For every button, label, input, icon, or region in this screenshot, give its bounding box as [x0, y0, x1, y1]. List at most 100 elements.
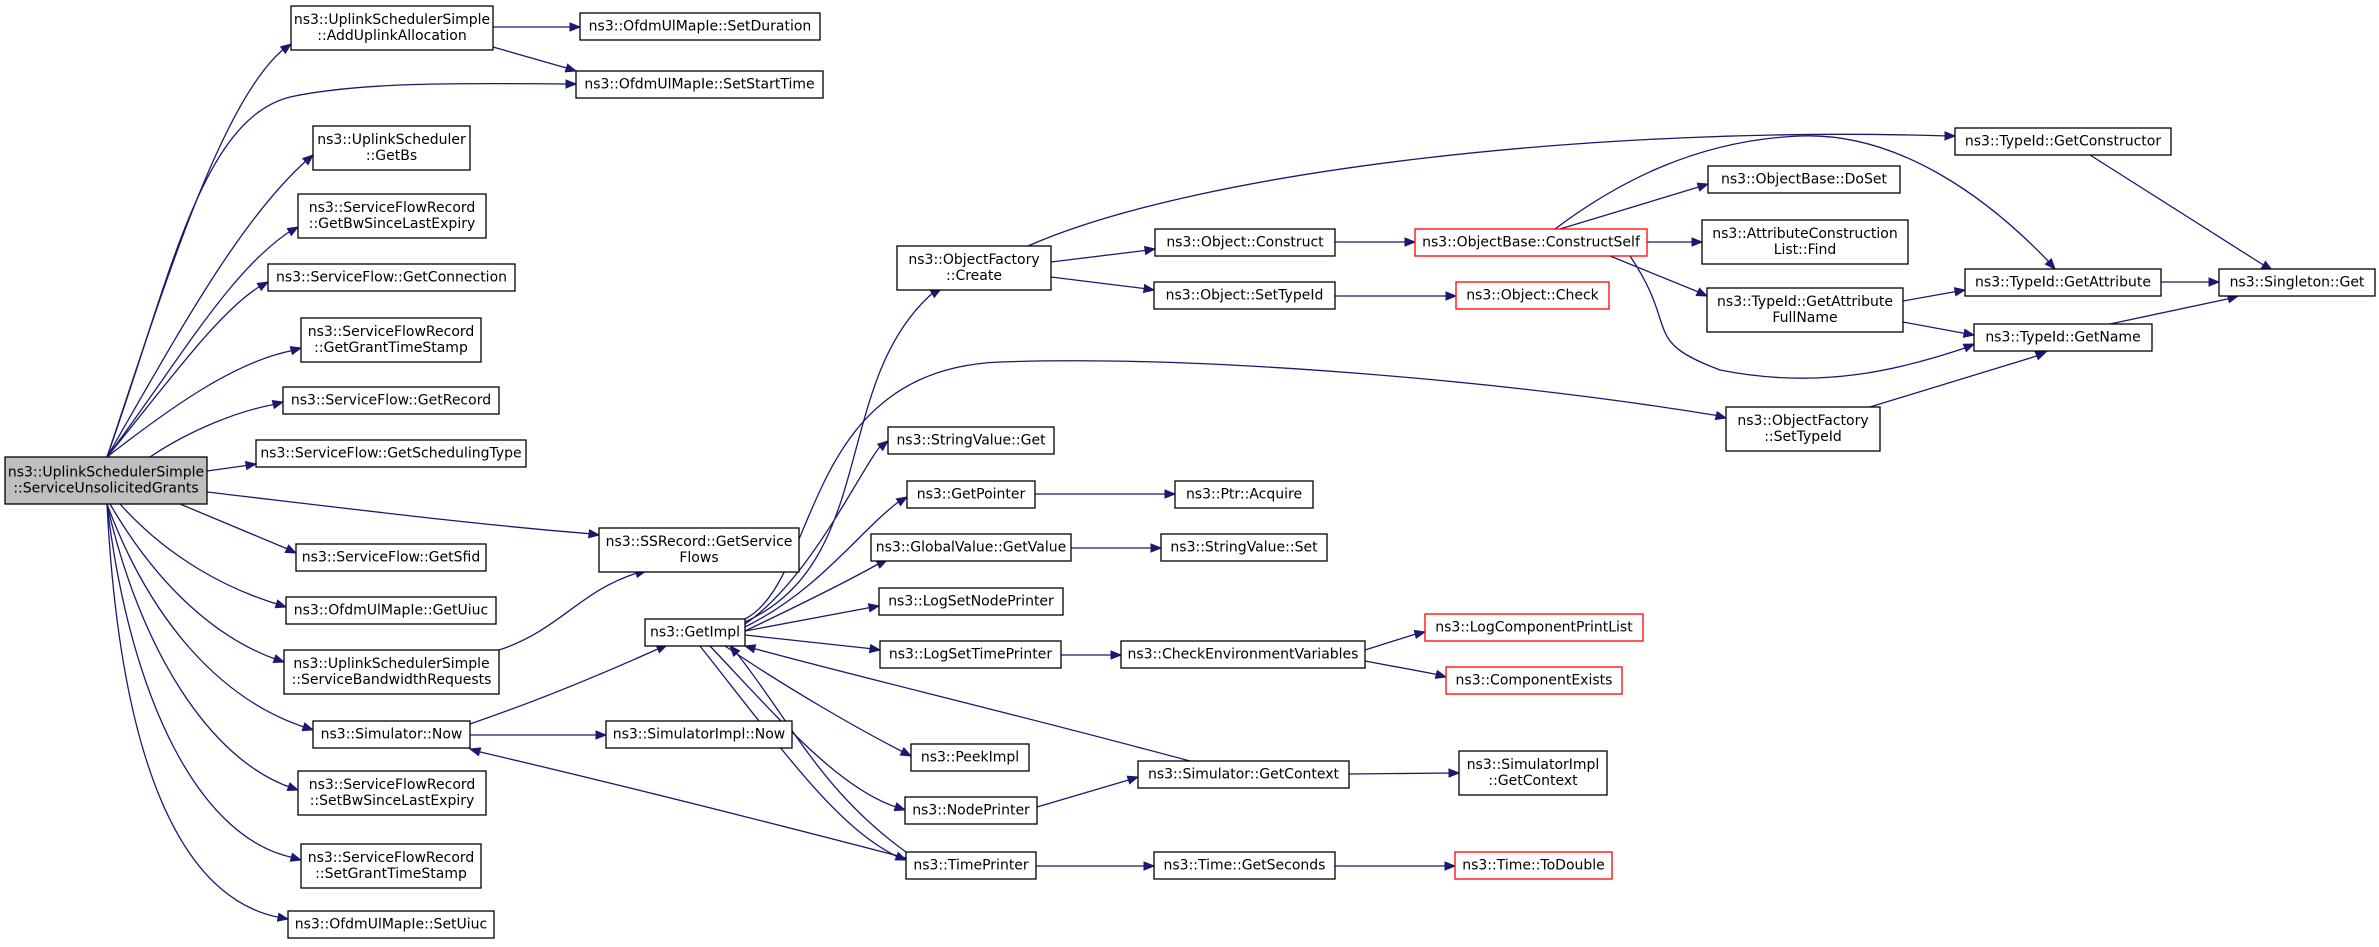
node-label: ::GetContext: [1488, 773, 1578, 789]
arrowhead-icon: [1110, 650, 1123, 660]
node-simNow[interactable]: ns3::Simulator::Now: [312, 720, 471, 749]
node-root[interactable]: ns3::UplinkSchedulerSimple::ServiceUnsol…: [4, 456, 208, 505]
node-ofdmGetUiuc[interactable]: ns3::OfdmUlMapIe::GetUiuc: [285, 596, 497, 625]
arrowhead-icon: [1962, 343, 1976, 353]
node-ptrAcquire[interactable]: ns3::Ptr::Acquire: [1174, 480, 1314, 509]
node-box: [1973, 323, 2153, 352]
edge-line: [179, 503, 291, 551]
arrowhead-icon: [2044, 258, 2056, 271]
node-timeToDouble[interactable]: ns3::Time::ToDouble: [1454, 851, 1613, 880]
node-label: ::AddUplinkAllocation: [317, 28, 466, 44]
node-simImplGetContext[interactable]: ns3::SimulatorImpl::GetContext: [1458, 750, 1608, 796]
node-box: [300, 843, 482, 889]
arrowhead-icon: [284, 544, 298, 554]
node-label: ns3::ServiceFlow::GetSfid: [302, 550, 480, 566]
node-objectConstruct[interactable]: ns3::Object::Construct: [1154, 228, 1336, 257]
node-typeIdGetConstructor[interactable]: ns3::TypeId::GetConstructor: [1954, 127, 2172, 156]
node-componentExists[interactable]: ns3::ComponentExists: [1445, 666, 1623, 695]
node-logComponentPrintList[interactable]: ns3::LogComponentPrintList: [1424, 613, 1644, 642]
node-sfGetRecord[interactable]: ns3::ServiceFlow::GetRecord: [282, 386, 500, 415]
edge-objectSetTypeId-objectCheck: [1335, 291, 1458, 301]
edge-serviceBandwidthRequests-ssGetServiceFlows: [498, 568, 648, 651]
node-label: ns3::Ptr::Acquire: [1186, 487, 1302, 503]
node-sfrGetBwSinceLastExpiry[interactable]: ns3::ServiceFlowRecord::GetBwSinceLastEx…: [297, 193, 487, 239]
arrowhead-icon: [256, 281, 270, 292]
arrowhead-icon: [895, 496, 909, 507]
node-box: [1120, 640, 1366, 669]
arrowhead-icon: [274, 599, 288, 609]
node-sfrSetBwSinceLastExpiry[interactable]: ns3::ServiceFlowRecord::SetBwSinceLastEx…: [297, 770, 487, 816]
edge-line: [1364, 632, 1420, 651]
arrowhead-icon: [276, 912, 290, 922]
node-timePrinter[interactable]: ns3::TimePrinter: [905, 851, 1037, 880]
node-label: ns3::ServiceFlowRecord: [309, 777, 476, 793]
node-nodePrinter[interactable]: ns3::NodePrinter: [904, 796, 1038, 825]
node-ofdmSetStartTime[interactable]: ns3::OfdmUlMapIe::SetStartTime: [575, 70, 824, 99]
node-stringValueSet[interactable]: ns3::StringValue::Set: [1160, 533, 1328, 562]
node-checkEnvVars[interactable]: ns3::CheckEnvironmentVariables: [1120, 640, 1366, 669]
node-label: ns3::UplinkScheduler: [317, 132, 466, 148]
node-peekImpl[interactable]: ns3::PeekImpl: [910, 743, 1030, 772]
node-sfGetSchedulingType[interactable]: ns3::ServiceFlow::GetSchedulingType: [255, 439, 527, 468]
arrowhead-icon: [1413, 629, 1427, 640]
node-simGetContext[interactable]: ns3::Simulator::GetContext: [1137, 760, 1350, 789]
node-stringValueGet[interactable]: ns3::StringValue::Get: [887, 426, 1055, 455]
node-uplinkGetBs[interactable]: ns3::UplinkScheduler::GetBs: [312, 125, 471, 171]
node-singletonGet[interactable]: ns3::Singleton::Get: [2218, 268, 2376, 297]
node-ofdmSetDuration[interactable]: ns3::OfdmUlMapIe::SetDuration: [579, 12, 821, 41]
node-sfGetConnection[interactable]: ns3::ServiceFlow::GetConnection: [267, 263, 516, 292]
node-box: [297, 193, 487, 239]
node-serviceBandwidthRequests[interactable]: ns3::UplinkSchedulerSimple::ServiceBandw…: [283, 649, 500, 695]
node-label: ::GetGrantTimeStamp: [314, 340, 468, 356]
edge-objBaseConstructSelf-attrConstructionFind: [1647, 237, 1704, 247]
node-label: ns3::LogComponentPrintList: [1435, 620, 1633, 636]
arrowhead-icon: [1404, 237, 1417, 247]
node-label: ns3::Time::ToDouble: [1462, 858, 1605, 874]
node-timeGetSeconds[interactable]: ns3::Time::GetSeconds: [1153, 851, 1336, 880]
node-typeIdGetName[interactable]: ns3::TypeId::GetName: [1973, 323, 2153, 352]
node-objFactorySetTypeId[interactable]: ns3::ObjectFactory::SetTypeId: [1725, 406, 1881, 452]
node-addUplinkAllocation[interactable]: ns3::UplinkSchedulerSimple::AddUplinkAll…: [290, 5, 494, 51]
node-label: ns3::Singleton::Get: [2230, 275, 2365, 291]
edge-line: [744, 606, 874, 632]
node-typeIdGetAttribute[interactable]: ns3::TypeId::GetAttribute: [1964, 268, 2162, 297]
arrowhead-icon: [1714, 410, 1728, 421]
arrowhead-icon: [2208, 277, 2221, 287]
edge-getImpl-logSetNodePrinter: [744, 603, 881, 632]
node-globalValueGetValue[interactable]: ns3::GlobalValue::GetValue: [870, 533, 1072, 562]
node-objectCheck[interactable]: ns3::Object::Check: [1455, 281, 1610, 310]
node-getImpl[interactable]: ns3::GetImpl: [644, 618, 746, 647]
edge-line: [1629, 255, 1969, 379]
node-label: ns3::LogSetTimePrinter: [889, 647, 1053, 663]
node-objFactoryCreate[interactable]: ns3::ObjectFactory::Create: [896, 245, 1052, 291]
node-label: ns3::Simulator::Now: [321, 727, 463, 743]
node-logSetNodePrinter[interactable]: ns3::LogSetNodePrinter: [878, 587, 1064, 616]
node-ofdmSetUiuc[interactable]: ns3::OfdmUlMapIe::SetUiuc: [287, 910, 495, 939]
edge-line: [744, 290, 936, 623]
node-box: [1414, 228, 1648, 257]
edge-getImpl-stringValueGet: [744, 440, 890, 625]
edge-line: [744, 499, 902, 628]
node-box: [1445, 666, 1623, 695]
node-objBaseDoSet[interactable]: ns3::ObjectBase::DoSet: [1707, 165, 1901, 194]
node-sfrSetGrantTimeStamp[interactable]: ns3::ServiceFlowRecord::SetGrantTimeStam…: [300, 843, 482, 889]
node-sfGetSfid[interactable]: ns3::ServiceFlow::GetSfid: [295, 543, 487, 572]
arrowhead-icon: [271, 400, 285, 410]
node-sfrGetGrantTimeStamp[interactable]: ns3::ServiceFlowRecord::GetGrantTimeStam…: [300, 317, 482, 363]
node-logSetTimePrinter[interactable]: ns3::LogSetTimePrinter: [879, 640, 1062, 669]
node-getPointer[interactable]: ns3::GetPointer: [906, 480, 1036, 509]
node-objBaseConstructSelf[interactable]: ns3::ObjectBase::ConstructSelf: [1414, 228, 1648, 257]
edge-addUplinkAllocation-ofdmSetStartTime: [492, 46, 578, 73]
node-box: [295, 543, 487, 572]
node-objectSetTypeId[interactable]: ns3::Object::SetTypeId: [1153, 281, 1336, 310]
node-simImplNow[interactable]: ns3::SimulatorImpl::Now: [605, 720, 793, 749]
edge-logSetTimePrinter-checkEnvVars: [1061, 650, 1123, 660]
edge-root-sfrSetBwSinceLastExpiry: [106, 503, 300, 792]
node-label: ns3::SimulatorImpl: [1467, 757, 1600, 773]
node-label: ::SetTypeId: [1764, 429, 1842, 445]
edge-getImpl-logSetTimePrinter: [744, 634, 882, 654]
node-label: ns3::Object::Construct: [1166, 235, 1324, 251]
